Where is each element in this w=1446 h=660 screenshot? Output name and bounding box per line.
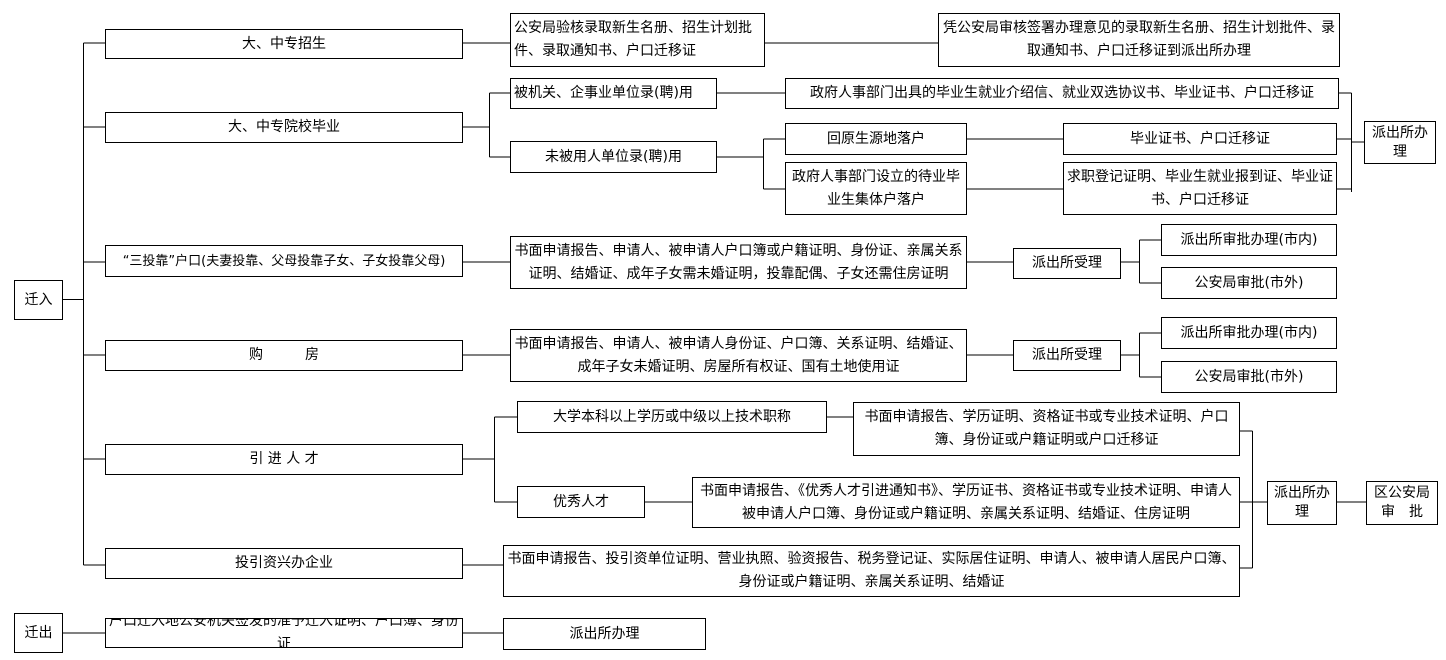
category-enrollment: 大、中专招生 <box>105 29 463 59</box>
category-three-dependents: “三投靠”户口(夫妻投靠、父母投靠子女、子女投靠父母) <box>105 245 463 277</box>
talent-excellent: 优秀人才 <box>517 486 645 518</box>
enroll-final-step: 凭公安局审核签署办理意见的录取新生名册、招生计划批件、录取通知书、户口迁移证到派… <box>938 13 1340 67</box>
talent-excellent-documents: 书面申请报告、《优秀人才引进通知书》、学历证书、资格证书或专业技术证明、申请人被… <box>692 477 1240 528</box>
talent-degree: 大学本科以上学历或中级以上技术职称 <box>517 401 827 433</box>
three-documents: 书面申请报告、申请人、被申请人户口簿或户籍证明、身份证、亲属关系证明、结婚证、成… <box>510 236 967 289</box>
moveout-police-station: 派出所办理 <box>503 618 706 650</box>
category-graduation: 大、中专院校毕业 <box>105 112 463 143</box>
graduate-collective-documents: 求职登记证明、毕业生就业报到证、毕业证书、户口迁移证 <box>1063 162 1337 215</box>
root-move-in: 迁入 <box>14 280 63 320</box>
house-station-accept: 派出所受理 <box>1013 340 1121 371</box>
moveout-documents: 户口迁入地公安机关签发的准予迁入证明、户口簿、身份证 <box>105 618 463 648</box>
graduate-collective-household: 政府人事部门设立的待业毕业生集体户落户 <box>785 162 967 215</box>
graduate-police-station: 派出所办 理 <box>1364 121 1436 164</box>
graduate-hired-documents: 政府人事部门出具的毕业生就业介绍信、就业双选协议书、毕业证书、户口迁移证 <box>785 78 1339 109</box>
graduate-unhired: 未被用人单位录(聘)用 <box>510 141 717 173</box>
graduate-return-documents: 毕业证书、户口迁移证 <box>1063 123 1337 155</box>
enroll-documents: 公安局验核录取新生名册、招生计划批件、录取通知书、户口迁移证 <box>510 13 765 67</box>
category-investment: 投引资兴办企业 <box>105 548 463 579</box>
three-station-accept: 派出所受理 <box>1013 248 1121 279</box>
talent-district-bureau: 区公安局审 批 <box>1366 481 1438 525</box>
house-local-approval: 派出所审批办理(市内) <box>1161 317 1337 349</box>
invest-documents: 书面申请报告、投引资单位证明、营业执照、验资报告、税务登记证、实际居住证明、申请… <box>503 545 1240 597</box>
talent-police-station: 派出所办 理 <box>1267 481 1337 525</box>
house-documents: 书面申请报告、申请人、被申请人身份证、户口簿、关系证明、结婚证、成年子女未婚证明… <box>510 329 967 382</box>
category-house-purchase: 购 房 <box>105 340 463 371</box>
root-move-out: 迁出 <box>14 613 63 653</box>
three-outside-approval: 公安局审批(市外) <box>1161 267 1337 299</box>
graduate-hired: 被机关、企事业单位录(聘)用 <box>510 78 717 109</box>
three-local-approval: 派出所审批办理(市内) <box>1161 224 1337 256</box>
house-outside-approval: 公安局审批(市外) <box>1161 361 1337 393</box>
graduate-return-origin: 回原生源地落户 <box>785 123 967 155</box>
category-talent: 引 进 人 才 <box>105 444 463 475</box>
talent-degree-documents: 书面申请报告、学历证明、资格证书或专业技术证明、户口簿、身份证或户籍证明或户口迁… <box>853 402 1240 456</box>
